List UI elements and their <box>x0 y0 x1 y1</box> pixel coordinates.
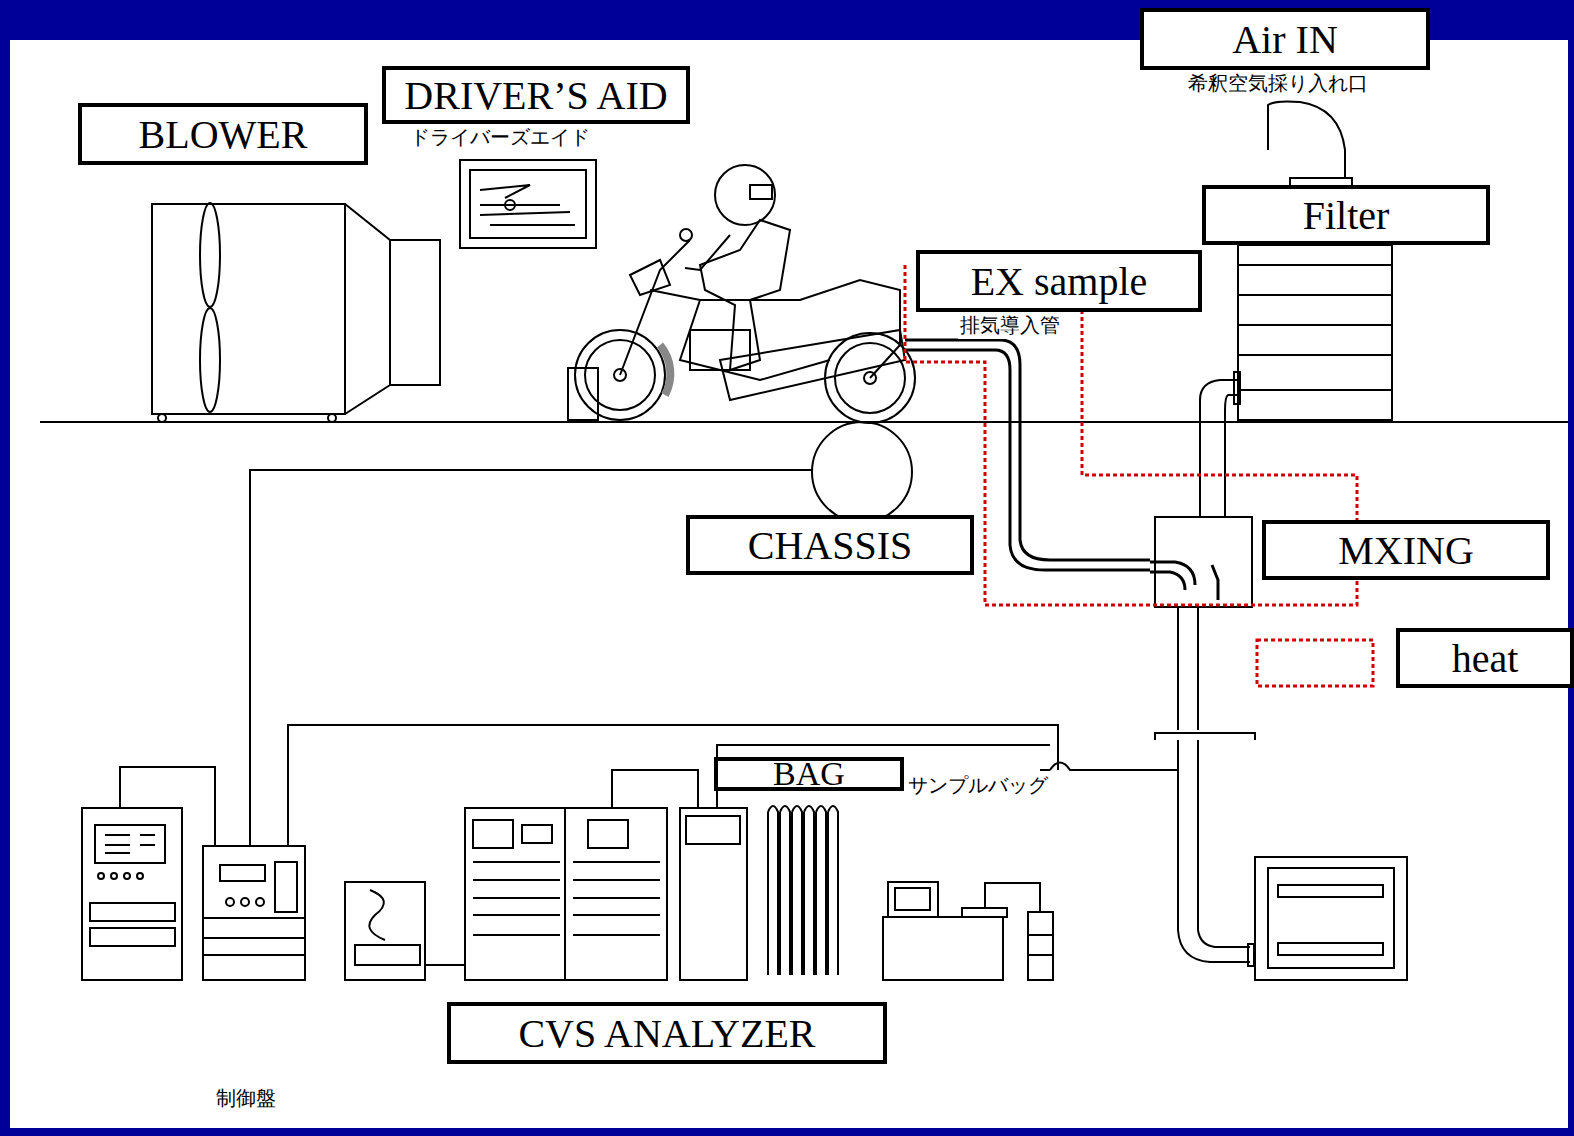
bag-stroke <box>768 806 778 975</box>
bag-stroke <box>780 806 790 975</box>
japanese-caption: 希釈空気採り入れ口 <box>1186 70 1370 97</box>
label-box: EX sample <box>916 250 1202 312</box>
japanese-caption: 制御盤 <box>214 1085 278 1112</box>
mixing-tunnel <box>1155 517 1255 966</box>
box-label: MXING <box>1338 527 1474 574</box>
bag-stroke <box>816 806 826 975</box>
label-box: BAG <box>714 757 904 791</box>
heated-line <box>905 265 1373 686</box>
label-box: CVS ANALYZER <box>447 1002 887 1064</box>
sample-bags <box>768 806 838 975</box>
bag-stroke <box>792 806 802 975</box>
label-box: DRIVER’S AID <box>382 66 690 124</box>
box-label: heat <box>1452 635 1519 682</box>
box-label: Air IN <box>1232 16 1338 63</box>
computer-station <box>883 882 1053 980</box>
cvs-blower-unit <box>1255 857 1407 980</box>
box-label: BLOWER <box>139 111 308 158</box>
japanese-caption: 排気導入管 <box>958 312 1062 339</box>
label-box: CHASSIS <box>686 515 974 575</box>
bag-stroke <box>828 806 838 975</box>
box-label: BAG <box>773 755 845 793</box>
label-box: BLOWER <box>78 103 368 165</box>
motorcycle <box>568 165 915 423</box>
control-racks <box>82 470 1178 980</box>
box-label: EX sample <box>971 258 1148 305</box>
japanese-caption: ドライバーズエイド <box>408 124 592 151</box>
dilution-air-filter <box>1200 101 1392 517</box>
box-label: DRIVER’S AID <box>404 72 667 119</box>
label-box: MXING <box>1262 520 1550 580</box>
chassis-roller <box>812 422 912 522</box>
drivers-aid-screen <box>460 160 596 248</box>
box-label: Filter <box>1303 192 1390 239</box>
box-label: CHASSIS <box>748 522 913 569</box>
label-box: Filter <box>1202 185 1490 245</box>
bag-stroke <box>804 806 814 975</box>
japanese-caption: サンプルバッグ <box>906 772 1050 799</box>
box-label: CVS ANALYZER <box>518 1010 815 1057</box>
label-box: Air IN <box>1140 8 1430 70</box>
label-box: heat <box>1396 628 1574 688</box>
blower <box>152 203 440 422</box>
